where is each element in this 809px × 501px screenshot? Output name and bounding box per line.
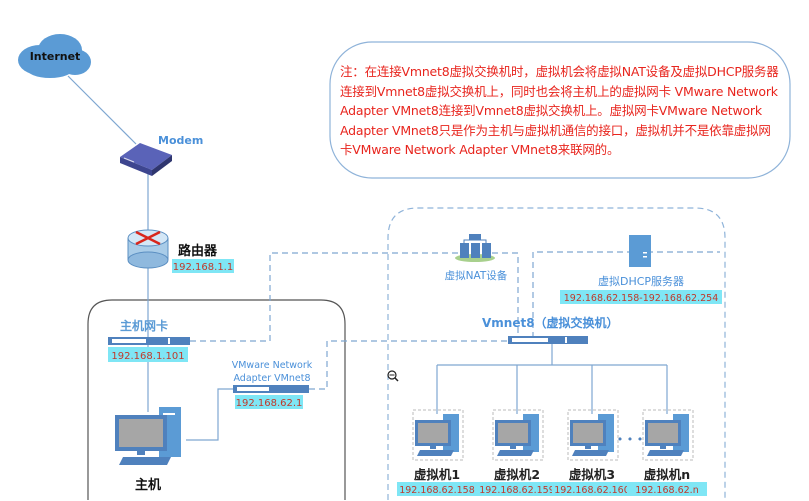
host-nic-icon (108, 337, 190, 345)
vm-1: 虚拟机1 192.168.62.158 (397, 409, 477, 496)
host-nic-label: 主机网卡 (120, 318, 168, 333)
router-label: 路由器 (178, 243, 218, 259)
host-box (87, 299, 346, 500)
note-box (329, 41, 791, 179)
vmnet8-switch-label: Vmnet8（虚拟交换机） (482, 315, 619, 330)
dhcp-server-icon (629, 235, 651, 267)
router-ip-bg (172, 259, 234, 273)
vm-ip-bg (397, 482, 477, 496)
vm-name: 虚拟机3 (569, 467, 615, 482)
host-label: 主机 (135, 477, 161, 493)
vm-ip: 192.168.62.159 (479, 485, 555, 496)
vm-computer-icon (412, 409, 464, 461)
vm-ellipsis: • • • (617, 433, 643, 446)
router-icon (127, 229, 169, 269)
nat-label: 虚拟NAT设备 (445, 269, 508, 282)
connection-lines (67, 75, 668, 441)
vm-computer-icon (642, 409, 694, 461)
vm-box (387, 207, 726, 500)
vm-2: 虚拟机2 192.168.62.159 (477, 409, 557, 496)
vm-3: 虚拟机3 192.168.62.160 (552, 409, 632, 496)
vm-computer-icon (492, 409, 544, 461)
vmnet8-switch-icon (508, 336, 588, 344)
virtual-links (190, 251, 720, 390)
vm-ip-bg (552, 482, 632, 496)
vm-computer-icon (567, 409, 619, 461)
vmnet8-adapter-label-1: VMware Network (232, 360, 313, 371)
dhcp-range-bg (560, 290, 722, 304)
vm-4: 虚拟机n 192.168.62.n (627, 409, 707, 496)
vm-name: 虚拟机n (644, 467, 690, 482)
modem-label: Modem (158, 134, 203, 147)
router-ip: 192.168.1.1 (173, 262, 233, 273)
modem-icon (120, 143, 172, 176)
vm-ip: 192.168.62.158 (399, 485, 475, 496)
vmnet8-adapter-icon (233, 385, 309, 393)
nat-device-icon (455, 234, 495, 262)
internet-label: Internet (30, 50, 81, 63)
vm-ip: 192.168.62.160 (554, 485, 630, 496)
vm-ip-bg (477, 482, 557, 496)
vm-name: 虚拟机2 (494, 467, 540, 482)
note-text: 注：在连接Vmnet8虚拟交换机时，虚拟机会将虚拟NAT设备及虚拟DHCP服务器… (340, 64, 779, 157)
vm-list: 虚拟机1192.168.62.158虚拟机2192.168.62.159虚拟机3… (397, 409, 707, 496)
vmnet8-adapter-label-2: Adapter VMnet8 (233, 373, 310, 384)
zoom-out-icon[interactable] (387, 370, 399, 382)
cloud-icon (18, 34, 91, 78)
vmnet8-adapter-ip: 192.168.62.1 (236, 398, 303, 409)
host-nic-ip-bg (108, 347, 188, 362)
host-computer-icon (115, 407, 181, 465)
vm-ip: 192.168.62.n (635, 485, 698, 496)
vm-name: 虚拟机1 (414, 467, 460, 482)
vm-ip-bg (627, 482, 707, 496)
dhcp-range: 192.168.62.158-192.168.62.254 (564, 293, 719, 304)
vmnet8-adapter-ip-bg (235, 395, 303, 409)
host-nic-ip: 192.168.1.101 (111, 351, 184, 362)
dhcp-label: 虚拟DHCP服务器 (598, 274, 684, 288)
